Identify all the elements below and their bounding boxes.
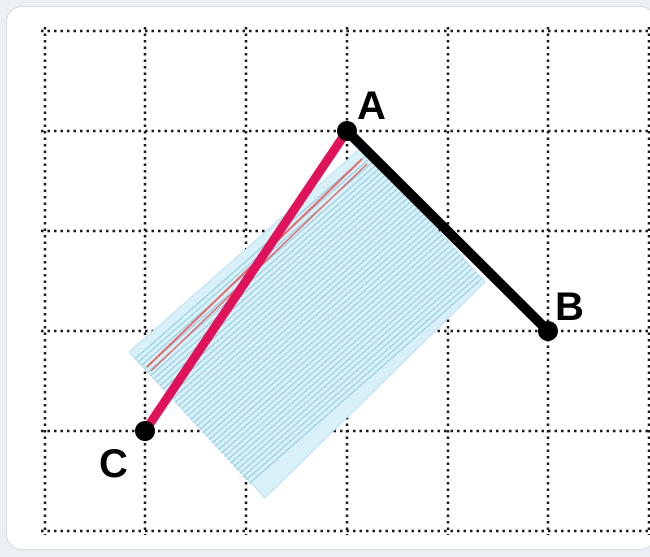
- paper-ruled-line: [233, 261, 467, 468]
- paper-ruled-line: [245, 274, 480, 481]
- paper-ruled-line: [230, 257, 464, 464]
- paper-ruled-line: [134, 153, 369, 360]
- segment-AC: [140, 126, 352, 436]
- paper-ruled-line: [153, 173, 387, 380]
- paper-ruled-line: [223, 251, 458, 458]
- paper-ruled-line: [242, 271, 477, 478]
- paper-ruled-line: [177, 200, 412, 407]
- paper-ruled-line: [196, 220, 430, 427]
- paper-ruled-line: [180, 203, 415, 410]
- paper-ruled-line: [220, 247, 455, 454]
- paper-ruled-line: [208, 234, 443, 441]
- paper-ruled-line: [150, 170, 384, 377]
- paper-ruled-line: [174, 197, 409, 404]
- lined-paper: [128, 146, 486, 499]
- geometry-figure: A B C: [41, 27, 650, 535]
- paper-ruled-line: [137, 156, 372, 363]
- paper-ruled-line: [171, 193, 406, 400]
- point-C-label: C: [99, 442, 128, 486]
- paper-ruled-line: [165, 187, 400, 393]
- segment-AB: [342, 126, 553, 336]
- paper-ruled-line: [162, 183, 397, 390]
- paper-ruled-line: [168, 190, 403, 397]
- paper-ruled-line: [187, 210, 421, 417]
- paper-ruled-line: [211, 237, 446, 444]
- paper-ruled-line: [248, 278, 483, 485]
- paper-ruled-line: [205, 230, 440, 437]
- point-A: [337, 121, 357, 141]
- paper-ruled-line: [214, 241, 449, 447]
- paper-ruled-line: [202, 227, 437, 434]
- paper-ruled-line: [190, 214, 424, 420]
- paper-ruled-line: [236, 264, 470, 471]
- paper-ruled-line: [239, 268, 474, 474]
- point-B-label: B: [555, 285, 584, 329]
- point-B: [538, 321, 558, 341]
- paper-ruled-line: [193, 217, 427, 424]
- figure-card: A B C: [6, 6, 650, 550]
- paper-ruled-line: [227, 254, 461, 461]
- point-C: [135, 421, 155, 441]
- paper-ruled-line: [184, 207, 418, 414]
- paper-ruled-line: [217, 244, 452, 451]
- point-A-label: A: [357, 84, 386, 128]
- paper-ruled-line: [199, 224, 434, 431]
